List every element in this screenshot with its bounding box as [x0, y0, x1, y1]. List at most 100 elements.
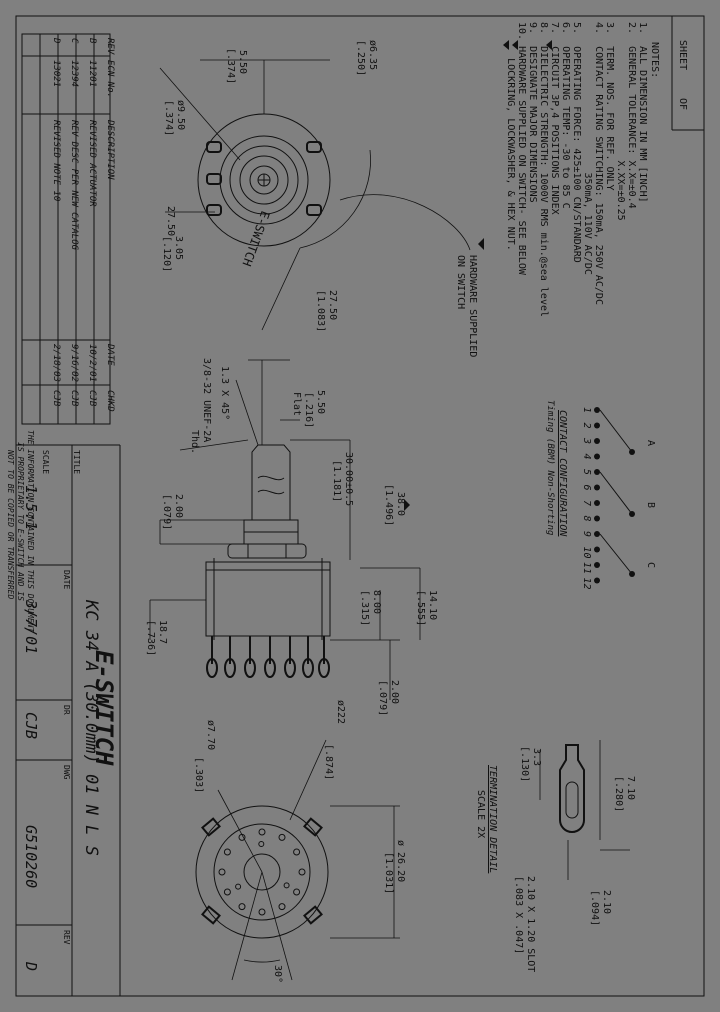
contact-number: 10	[581, 547, 592, 559]
dwg-value: G510260	[22, 825, 40, 888]
sheet-label: SHEET	[677, 40, 688, 70]
triangle-marker-icon	[512, 40, 518, 50]
contact-number: 7	[581, 500, 592, 506]
contact-dot	[594, 438, 600, 444]
scale-label: SCALE	[41, 450, 50, 474]
svg-text:THE INFORMATION CONTAINED IN T: THE INFORMATION CONTAINED IN THIS DOCUME…	[26, 430, 35, 633]
svg-text:27.50: 27.50	[165, 206, 176, 236]
sheet-border	[15, 15, 705, 997]
svg-text:SCALE 2X: SCALE 2X	[475, 790, 486, 838]
pole-label: B	[645, 502, 656, 508]
svg-text:Flat: Flat	[291, 392, 302, 416]
hardware-note: HARDWARE SUPPLIED	[467, 255, 478, 357]
pole-label: A	[645, 440, 656, 446]
dim-305: 3.05	[173, 236, 184, 260]
svg-text:[.083 X .047]: [.083 X .047]	[513, 876, 524, 954]
svg-text:[1.031]: [1.031]	[383, 852, 394, 894]
contact-number: 5	[581, 469, 592, 475]
bottom-pin	[223, 888, 231, 896]
contact-dot	[594, 469, 600, 475]
terminal-lug	[224, 658, 236, 678]
revision-cell: B	[87, 38, 97, 44]
note-line: X.XX=±0.25	[615, 22, 626, 221]
bottom-common-pin	[258, 841, 265, 847]
title-value: KC 34 A (30.0mm) 01 N L S	[81, 599, 101, 856]
contact-dot	[594, 422, 600, 429]
contact-dot	[594, 500, 600, 506]
revision-cell: C	[69, 38, 79, 44]
contact-dot	[594, 484, 600, 491]
contact-dot	[594, 546, 600, 553]
note-line: 6. OPERATING TEMP: -30 to 85 C	[560, 22, 571, 209]
bottom-pin	[298, 868, 306, 876]
revision-cell: CJB	[87, 390, 97, 407]
rev-label: REV	[62, 930, 71, 945]
term-dim-b: 3.3	[531, 748, 542, 766]
bottom-pin	[238, 903, 246, 911]
pole-label: C	[645, 562, 656, 568]
contact-number: 2	[581, 423, 592, 429]
svg-text:[.094]: [.094]	[589, 890, 600, 926]
terminal-lug	[264, 658, 276, 678]
revision-cell: REVISED NOTE 10	[51, 120, 61, 201]
bottom-pin	[278, 903, 286, 911]
revision-cell: 2/18/03	[51, 344, 61, 382]
contact-number: 6	[581, 485, 592, 491]
contact-dot	[594, 562, 600, 568]
notes-heading: NOTES:	[649, 42, 660, 78]
contact-dot	[594, 577, 600, 584]
pole-wiper	[599, 533, 633, 575]
pole-wiper	[599, 409, 633, 453]
contact-dot	[594, 453, 600, 460]
revision-cell: 10/2/01	[87, 344, 97, 382]
scale-value: 1.5:1	[22, 485, 40, 530]
contact-number: 11	[581, 562, 592, 574]
triangle-marker-icon	[546, 40, 552, 50]
svg-text:[.130]: [.130]	[519, 746, 530, 782]
body-dim: 14.10	[427, 590, 438, 620]
bottom-pin	[223, 848, 231, 856]
term-detail-title: TERMINATION DETAIL	[487, 765, 498, 873]
of-label: OF	[677, 98, 688, 110]
thread-label: 3/8-32 UNEF-2A	[201, 358, 212, 442]
note-line: 7. CIRCUIT 3P,4 POSITIONS INDEX	[549, 22, 560, 215]
term-dim-c: 2.10	[601, 890, 612, 914]
contact-dot	[594, 515, 600, 522]
contact-number: 4	[581, 454, 592, 460]
contact-number: 8	[581, 516, 592, 522]
revision-cell: 11201	[87, 60, 97, 87]
revision-cell: D	[51, 37, 61, 43]
revision-cell: REV DESC PER NEW CATALOG	[69, 120, 79, 251]
svg-text:[.736]: [.736]	[145, 620, 156, 656]
notes-block: NOTES:1. ALL DIMENSION IN MM [INCH]2. GE…	[505, 22, 660, 317]
term-dim-a: 7.10	[625, 776, 636, 800]
top-view: E-SWITCH	[159, 59, 471, 331]
revision-cell: REVISED ACTUATOR	[87, 120, 97, 207]
svg-text:[.555]: [.555]	[415, 590, 426, 626]
svg-text:E-SWITCH: E-SWITCH	[239, 209, 272, 268]
svg-text:Thd.: Thd.	[189, 430, 200, 454]
svg-text:NOT TO BE COPIED OR TRANSFERRE: NOT TO BE COPIED OR TRANSFERRED	[6, 449, 15, 599]
terminal-lug	[206, 658, 218, 678]
bottom-view	[195, 739, 400, 981]
sheet-of-box	[671, 16, 704, 131]
note-line: 4. CONTACT RATING SWITCHING: 150mA, 250V…	[593, 22, 604, 305]
revision-cell: 13021	[51, 60, 61, 87]
termination-detail	[539, 740, 630, 880]
terminal-lug	[302, 658, 314, 678]
svg-text:[.120]: [.120]	[161, 236, 172, 272]
dr-value: CJB	[22, 712, 40, 739]
term-dim: 2.00	[389, 680, 400, 704]
svg-text:[1.181]: [1.181]	[331, 460, 342, 502]
revision-cell: 9/16/02	[69, 344, 79, 382]
title-label: TITLE	[72, 450, 81, 474]
svg-text:[.250]: [.250]	[355, 40, 366, 76]
svg-text:IS PROPRIETARY TO E-SWITCH AND: IS PROPRIETARY TO E-SWITCH AND IS	[16, 442, 25, 601]
svg-text:[.216]: [.216]	[303, 392, 314, 428]
svg-text:CONTACT CONFIGURATION: CONTACT CONFIGURATION	[557, 410, 568, 537]
bottom-common-pin	[283, 882, 290, 889]
length-dim: 30.00±0.5	[343, 452, 354, 506]
note-line: 8. DIELECTRIC STRENGTH: 1000V RMS min.@s…	[538, 22, 549, 317]
